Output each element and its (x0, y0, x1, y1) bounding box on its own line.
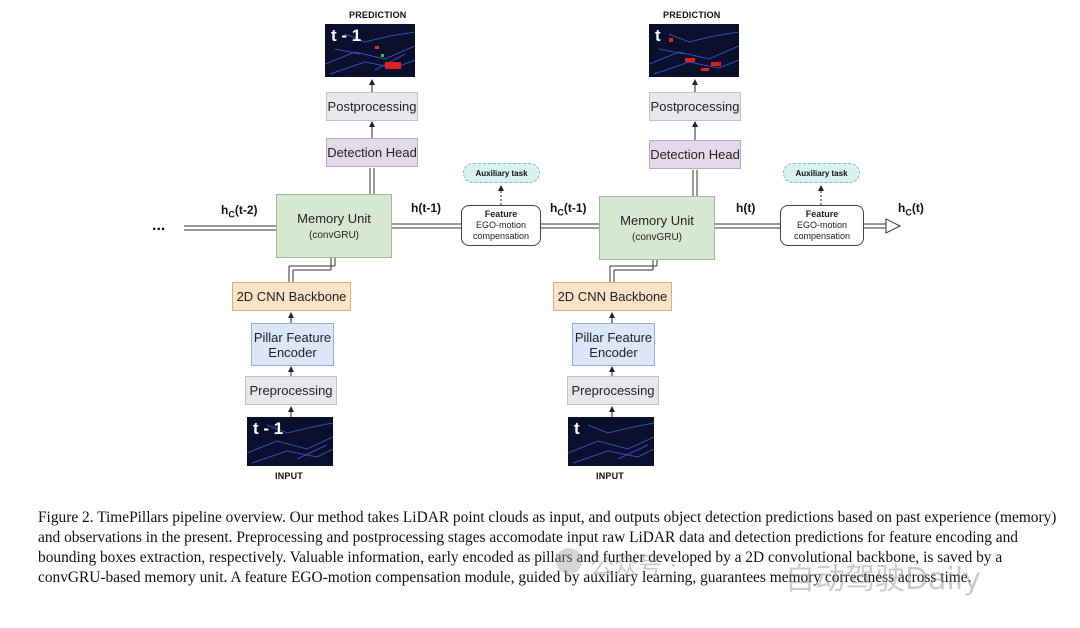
lidar-scan-icon (568, 422, 654, 464)
preprocessing-block-right: Preprocessing (567, 376, 659, 405)
ellipsis: ... (152, 217, 166, 234)
auxiliary-task-right: Auxiliary task (783, 163, 860, 183)
prediction-image-left: t - 1 (325, 24, 415, 77)
pfe-line1-right: Pillar Feature (574, 329, 653, 345)
memory-unit-block-left: Memory Unit (convGRU) (276, 194, 392, 258)
watermark-text-2: 自动驾驶Daily (785, 562, 981, 597)
h-output-right: h(t) (736, 201, 756, 215)
hc-input-right: hC(t-1) (550, 201, 587, 218)
backbone-block-left: 2D CNN Backbone (232, 282, 351, 311)
input-image-right: t (568, 417, 654, 466)
pfe-line1-left: Pillar Feature (253, 329, 332, 345)
feature-title-left: Feature (484, 209, 518, 219)
lidar-scan-icon (247, 422, 333, 464)
feature-line2-left: EGO-motion (475, 220, 526, 230)
prediction-label-right: PREDICTION (663, 10, 721, 20)
pipeline-connectors (184, 79, 902, 417)
figure-caption: Figure 2. TimePillars pipeline overview.… (38, 509, 1057, 586)
memory-unit-sub-right: (convGRU) (631, 232, 682, 243)
hc-input-left: hC(t-2) (221, 203, 258, 220)
postprocessing-block-right: Postprocessing (649, 92, 741, 121)
pillar-feature-encoder-left: Pillar Feature Encoder (251, 323, 334, 366)
input-label-left: INPUT (275, 471, 303, 481)
prediction-time-text-right: t (655, 26, 661, 45)
detection-head-block-left: Detection Head (326, 138, 418, 167)
watermark-text-1: 公众号 · (590, 552, 678, 580)
lidar-scan-icon (325, 31, 415, 75)
detection-head-block-right: Detection Head (649, 140, 741, 169)
feature-line3-left: compensation (472, 231, 530, 241)
prediction-image-right: t (649, 24, 739, 77)
input-time-text-right: t (574, 419, 580, 438)
wechat-icon (556, 548, 582, 574)
memory-unit-block-right: Memory Unit (convGRU) (599, 196, 715, 260)
prediction-time-text-left: t - 1 (331, 26, 362, 45)
pfe-line2-left: Encoder (268, 344, 317, 360)
feature-ego-compensation-right: Feature EGO-motion compensation (780, 205, 864, 246)
h-output-left: h(t-1) (411, 201, 441, 215)
pillar-feature-encoder-right: Pillar Feature Encoder (572, 323, 655, 366)
backbone-block-right: 2D CNN Backbone (553, 282, 672, 311)
input-image-left: t - 1 (247, 417, 333, 466)
input-time-text-left: t - 1 (253, 419, 284, 438)
memory-unit-sub-left: (convGRU) (308, 230, 359, 241)
feature-line3-right: compensation (793, 231, 851, 241)
feature-line2-right: EGO-motion (796, 220, 847, 230)
feature-ego-compensation-left: Feature EGO-motion compensation (461, 205, 541, 246)
prediction-label-left: PREDICTION (349, 10, 407, 20)
hc-output-right: hC(t) (898, 201, 924, 218)
auxiliary-task-left: Auxiliary task (463, 163, 540, 183)
memory-unit-title-left: Memory Unit (297, 211, 371, 226)
pfe-line2-right: Encoder (589, 344, 638, 360)
preprocessing-block-left: Preprocessing (245, 376, 337, 405)
lidar-scan-icon (649, 31, 739, 75)
feature-title-right: Feature (805, 209, 839, 219)
input-label-right: INPUT (596, 471, 624, 481)
postprocessing-block-left: Postprocessing (326, 92, 418, 121)
memory-unit-title-right: Memory Unit (620, 213, 694, 228)
